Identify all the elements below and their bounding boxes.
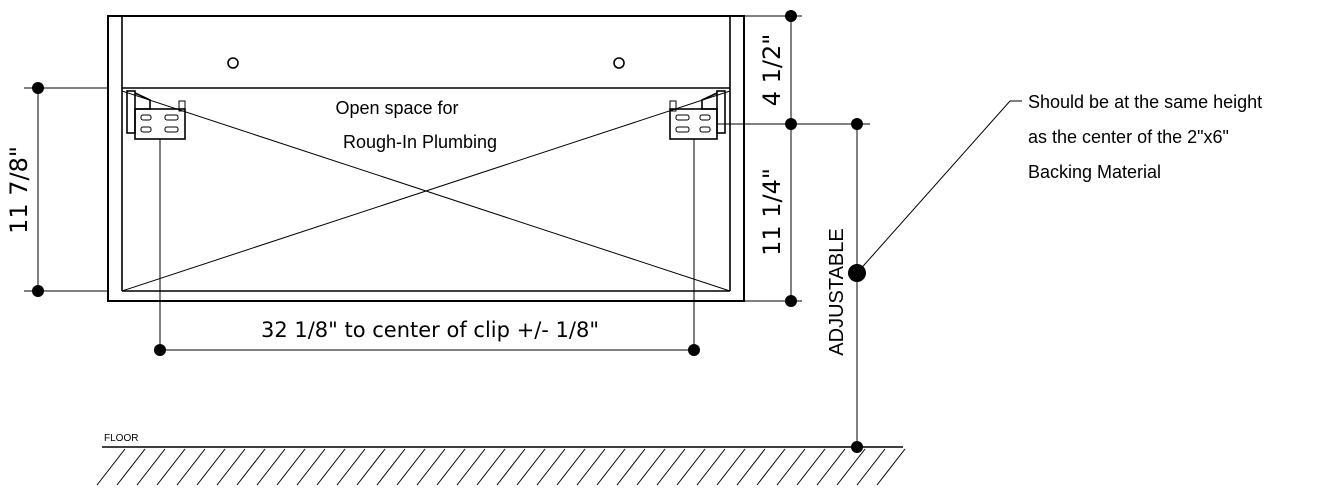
dimension-dot xyxy=(851,118,863,130)
hatch-line xyxy=(496,448,526,486)
hatch-line xyxy=(656,448,686,486)
mounting-hole-right xyxy=(613,57,625,69)
dimension-dot xyxy=(154,344,166,356)
hanging-clip-left xyxy=(126,90,186,346)
hatch-line xyxy=(736,448,766,486)
hatch-line xyxy=(816,448,846,486)
hatch-line xyxy=(136,448,166,486)
hatch-line xyxy=(256,448,286,486)
hatch-line xyxy=(676,448,706,486)
hatch-line xyxy=(316,448,346,486)
hatch-line xyxy=(416,448,446,486)
hatch-line xyxy=(876,448,906,486)
height-note: Should be at the same height as the cent… xyxy=(856,92,1262,274)
cabinet-outer-frame xyxy=(107,15,745,302)
hatch-line xyxy=(376,448,406,486)
hatch-line xyxy=(296,448,326,486)
dimension-dot xyxy=(785,10,797,22)
hatch-line xyxy=(836,448,866,486)
hatch-line xyxy=(96,448,126,486)
note-line-2: as the center of the 2"x6" xyxy=(1028,127,1229,147)
hatch-line xyxy=(456,448,486,486)
hatch-line xyxy=(216,448,246,486)
note-line-1: Should be at the same height xyxy=(1028,92,1262,112)
open-space-diagonal-2 xyxy=(121,90,731,292)
hatch-line xyxy=(156,448,186,486)
dimension-dot xyxy=(32,285,44,297)
dimension-clip-spacing: 32 1/8" to center of clip +/- 1/8" xyxy=(154,318,700,356)
dimension-dot xyxy=(785,118,797,130)
hatch-line xyxy=(576,448,606,486)
floor-label: FLOOR xyxy=(104,433,138,444)
hatch-line xyxy=(856,448,886,486)
hatch-line xyxy=(336,448,366,486)
hatch-line xyxy=(636,448,666,486)
clip-spacing-value: 32 1/8" to center of clip +/- 1/8" xyxy=(261,318,599,342)
hatch-line xyxy=(556,448,586,486)
hatch-line xyxy=(356,448,386,486)
hatch-line xyxy=(476,448,506,486)
hatch-line xyxy=(176,448,206,486)
hatch-line xyxy=(616,448,646,486)
dimension-adjustable: ADJUSTABLE xyxy=(826,118,866,453)
mounting-hole-left xyxy=(227,57,239,69)
hatch-line xyxy=(436,448,466,486)
dimension-dot xyxy=(688,344,700,356)
hatch-line xyxy=(596,448,626,486)
hatch-line xyxy=(756,448,786,486)
adjustable-label: ADJUSTABLE xyxy=(826,228,848,355)
left-height-value: 11 7/8" xyxy=(5,146,33,234)
open-space-label-line1: Open space for xyxy=(335,98,458,118)
dimension-dot xyxy=(785,295,797,307)
top-gap-value: 4 1/2" xyxy=(758,34,786,107)
hatch-line xyxy=(696,448,726,486)
hatch-line xyxy=(536,448,566,486)
dimension-dot xyxy=(32,82,44,94)
right-height-value: 11 1/4" xyxy=(758,168,786,256)
hatch-line xyxy=(716,448,746,486)
note-line-3: Backing Material xyxy=(1028,162,1161,182)
hatch-line xyxy=(776,448,806,486)
cabinet xyxy=(107,15,745,302)
dimension-right-stack: 4 1/2" 11 1/4" xyxy=(744,10,802,307)
hatch-line xyxy=(116,448,146,486)
hatch-line xyxy=(796,448,826,486)
hatch-line xyxy=(236,448,266,486)
hatch-line xyxy=(396,448,426,486)
hatch-line xyxy=(276,448,306,486)
floor: FLOOR xyxy=(96,433,906,486)
floor-hatch xyxy=(96,448,906,486)
hatch-line xyxy=(516,448,546,486)
hatch-line xyxy=(196,448,226,486)
dimension-left-height: 11 7/8" xyxy=(5,82,108,297)
open-space-label-line2: Rough-In Plumbing xyxy=(343,132,497,152)
